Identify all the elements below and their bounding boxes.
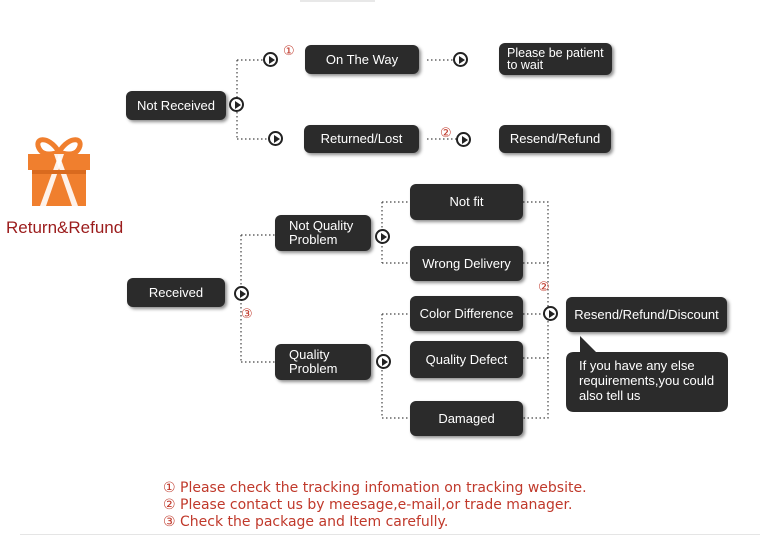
quality-defect-box: Quality Defect	[410, 341, 523, 378]
arrow-circle-icon	[453, 52, 468, 67]
speech-text: If you have any else requirements,you co…	[579, 358, 715, 403]
marker-1: ①	[283, 44, 295, 59]
top-divider	[300, 0, 375, 2]
speech-bubble	[566, 336, 728, 412]
note-1: ① Please check the tracking infomation o…	[163, 480, 587, 496]
marker-2: ②	[538, 280, 550, 295]
arrow-circle-icon	[229, 97, 244, 112]
bottom-divider	[20, 534, 760, 535]
page-title: Return&Refund	[6, 218, 124, 237]
not-fit-box: Not fit	[410, 184, 523, 220]
not-received-box: Not Received	[126, 91, 226, 120]
resend-refund-box: Resend/Refund	[499, 125, 611, 153]
marker-2: ②	[440, 126, 452, 141]
be-patient-box: Please be patient to wait	[499, 43, 612, 75]
arrow-circle-icon	[543, 306, 558, 321]
received-box: Received	[127, 278, 225, 307]
on-the-way-box: On The Way	[305, 45, 419, 74]
arrow-circle-icon	[456, 132, 471, 147]
not-quality-problem-box: Not Quality Problem	[275, 215, 371, 251]
damaged-box: Damaged	[410, 401, 523, 436]
quality-problem-box: Quality Problem	[275, 344, 371, 380]
note-3: ③ Check the package and Item carefully.	[163, 514, 449, 530]
color-difference-box: Color Difference	[410, 296, 523, 331]
marker-3: ③	[241, 307, 253, 322]
wrong-delivery-box: Wrong Delivery	[410, 246, 523, 281]
arrow-circle-icon	[375, 229, 390, 244]
arrow-circle-icon	[376, 354, 391, 369]
arrow-circle-icon	[263, 52, 278, 67]
arrow-circle-icon	[234, 286, 249, 301]
arrow-circle-icon	[268, 131, 283, 146]
gift-icon	[28, 137, 90, 206]
resend-refund-discount-box: Resend/Refund/Discount	[566, 297, 727, 332]
returned-lost-box: Returned/Lost	[304, 125, 419, 153]
note-2: ② Please contact us by meesage,e-mail,or…	[163, 497, 573, 513]
